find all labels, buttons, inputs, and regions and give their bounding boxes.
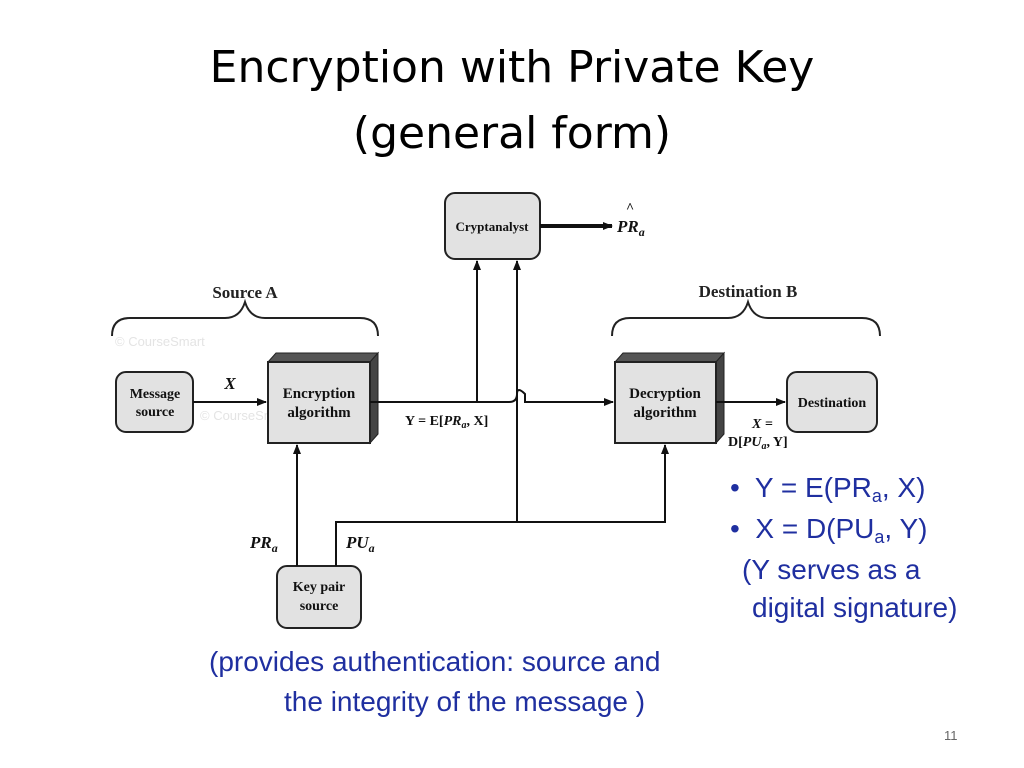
cryptanalyst-label: Cryptanalyst (456, 219, 530, 234)
decryption-line2: algorithm (633, 405, 697, 421)
destination-box-label: Destination (798, 396, 867, 411)
destination-b-label: Destination B (699, 282, 798, 301)
bullet-text: , X) (881, 472, 926, 503)
slide-title-line2: (general form) (352, 108, 672, 159)
key-pair-source-box: Key pair source (276, 565, 362, 629)
authentication-note-line1: (provides authentication: source and (209, 646, 661, 677)
encryption-algorithm-box: Encryption algorithm (266, 351, 380, 445)
message-source-line1: Message (130, 387, 181, 402)
authentication-note-line2: the integrity of the message ) (284, 686, 646, 717)
bullet-signing-equation: • Y = E(PRa, X) (730, 472, 926, 506)
decryption-algorithm-box: Decryption algorithm (613, 351, 726, 445)
signature-note-line1: (Y serves as a (742, 554, 921, 585)
bullet-text: , Y) (884, 513, 928, 544)
label-y-encrypted: Y = E[PRa, X] (405, 414, 488, 431)
message-source-box: Message source (115, 371, 194, 433)
signature-note-line2: digital signature) (752, 592, 958, 623)
slide-title-line1: Encryption with Private Key (209, 42, 815, 93)
encryption-line2: algorithm (287, 405, 351, 421)
label-x-decrypted-line1: X = (751, 417, 773, 432)
bullet-dot: • (730, 513, 740, 544)
bullet-dot: • (730, 472, 740, 503)
label-pu-key: PUa (345, 533, 375, 555)
keypair-line1: Key pair (293, 580, 346, 595)
destination-box: Destination (786, 371, 878, 433)
message-source-line2: source (136, 405, 175, 420)
decryption-line1: Decryption (629, 386, 701, 402)
bullet-subscript: a (871, 486, 882, 506)
source-brace (111, 298, 379, 337)
source-a-label: Source A (212, 283, 278, 302)
arrow-pu-to-decryption (335, 444, 669, 566)
label-pr-estimate: PRa (616, 217, 645, 239)
cryptanalyst-box: Cryptanalyst (444, 192, 541, 260)
hat-symbol: ^ (626, 201, 634, 216)
page-number: 11 (944, 728, 958, 743)
keypair-line2: source (300, 599, 339, 614)
line-y-channel (370, 389, 613, 403)
destination-brace (611, 298, 881, 337)
encryption-line1: Encryption (283, 386, 356, 402)
bullet-text: X = D(PU (755, 513, 875, 544)
label-x-decrypted-line2: D[PUa, Y] (728, 435, 788, 452)
bullet-subscript: a (874, 527, 885, 547)
bullet-verify-equation: • X = D(PUa, Y) (730, 513, 928, 547)
label-pr-key: PRa (249, 533, 278, 555)
label-x: X (223, 374, 236, 393)
bullet-text: Y = E(PR (754, 472, 872, 503)
watermark-text: © CourseSmart (115, 334, 205, 349)
